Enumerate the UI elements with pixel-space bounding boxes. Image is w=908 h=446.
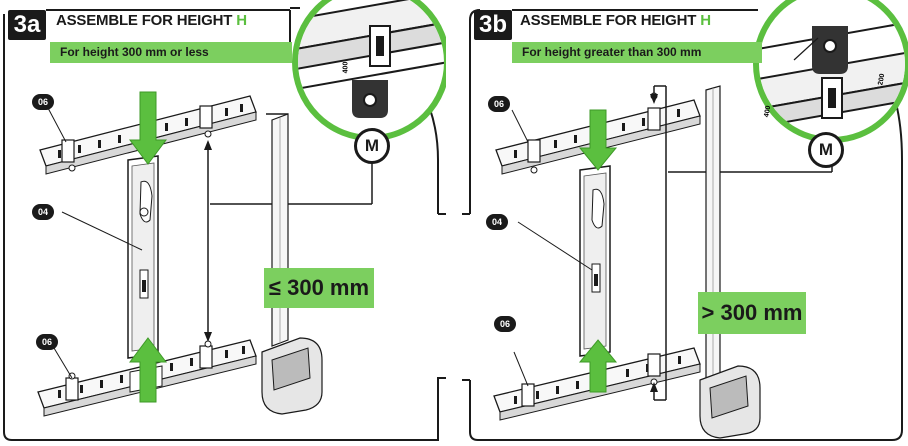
part-badge-06-top: 06 [32,94,54,110]
part-badge-04: 04 [486,214,508,230]
dimension-label: > 300 mm [698,292,806,334]
panel-3b: 3b ASSEMBLE FOR HEIGHT H For height grea… [462,0,908,446]
bracket-04 [517,165,611,357]
bracket-04 [61,155,159,359]
subtitle-bar: For height greater than 300 mm [512,42,762,63]
detail-marking: 400 [342,61,350,74]
illustration-3b [462,0,908,441]
detail-magnifier [668,0,908,173]
detail-label-m: M [354,128,390,164]
dimension-arrow [204,140,212,342]
dimension-label: ≤ 300 mm [264,268,374,308]
arrow-down-icon [129,91,167,165]
part-badge-04: 04 [32,204,54,220]
step-number: 3a [8,10,46,40]
subtitle: For height greater than 300 mm [522,45,702,59]
panel-3a: 3a ASSEMBLE FOR HEIGHT H For height 300 … [0,0,446,446]
stand-3a [261,113,323,415]
arrow-up-icon [578,339,618,393]
step-number: 3b [474,10,512,40]
stand-3b [699,85,761,439]
part-badge-06-bottom: 06 [494,316,516,332]
part-badge-06-bottom: 06 [36,334,58,350]
panel-frame [3,14,446,441]
arrow-down-icon [578,109,618,171]
part-badge-06-top: 06 [488,96,510,112]
detail-magnifier [210,0,446,205]
dimension-bracket [650,85,667,401]
arrow-up-icon [129,337,167,403]
step-title: ASSEMBLE FOR HEIGHT H [56,12,247,29]
illustration-3a [3,0,446,441]
subtitle-bar: For height 300 mm or less [50,42,292,63]
subtitle: For height 300 mm or less [60,45,209,59]
detail-label-m: M [808,132,844,168]
step-title: ASSEMBLE FOR HEIGHT H [520,12,711,29]
